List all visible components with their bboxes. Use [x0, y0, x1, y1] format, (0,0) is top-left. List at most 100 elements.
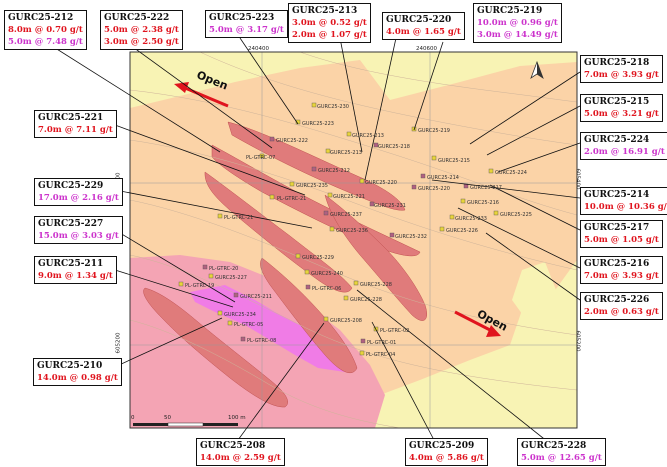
drill-collar-marker [208, 273, 214, 279]
gossan-lens-3 [204, 171, 353, 293]
drill-collar-marker [323, 210, 329, 216]
drill-collar-marker [369, 201, 375, 207]
drill-collar-marker [325, 148, 331, 154]
hole-label: GURC25-225 [500, 212, 532, 218]
interval: 3.0m @ 14.49 g/t [477, 30, 558, 40]
northing-605200-left: 605200 [115, 332, 122, 354]
hole-id: GURC25-208 [200, 441, 266, 451]
hole-label: PL-GTRC-21 [277, 196, 307, 202]
hole-label: PL-GTRC-01 [367, 340, 397, 346]
interval: 2.0m @ 16.91 g/t [584, 147, 665, 157]
callout-gurc25-222: GURC25-222 5.0m @ 2.38 g/t 3.0m @ 2.50 g… [100, 10, 183, 50]
drill-collar-marker [359, 350, 365, 356]
interval: 10.0m @ 10.36 g/t [584, 202, 667, 212]
drill-collar-marker [431, 155, 437, 161]
interval: 5.0m @ 7.48 g/t [8, 37, 83, 47]
drill-collar-marker [346, 131, 352, 137]
hole-label: GURC25-227 [215, 275, 247, 281]
drill-collar-marker [343, 295, 349, 301]
hole-id: GURC25-221 [38, 113, 104, 123]
callout-gurc25-212: GURC25-212 8.0m @ 0.70 g/t 5.0m @ 7.48 g… [4, 10, 87, 50]
hole-label: GURC25-208 [330, 318, 362, 324]
scale-fifty: 50 [164, 415, 171, 421]
grid-lines [130, 52, 577, 428]
hole-id: GURC25-216 [584, 259, 650, 269]
interval: 5.0m @ 3.17 g/t [209, 25, 284, 35]
drill-collar-marker [360, 338, 366, 344]
drill-collar-marker [439, 226, 445, 232]
drill-collar-marker [359, 178, 365, 184]
callout-gurc25-210: GURC25-210 14.0m @ 0.98 g/t [33, 358, 122, 386]
north-arrow-icon [530, 60, 544, 80]
hole-label: GURC25-213 [352, 133, 384, 139]
callout-gurc25-211: GURC25-211 9.0m @ 1.34 g/t [34, 256, 117, 284]
hole-id: GURC25-223 [209, 13, 275, 23]
interval: 15.0m @ 3.03 g/t [38, 231, 119, 241]
hole-label: GURC25-212 [318, 168, 350, 174]
hole-label: GURC25-213 [330, 150, 362, 156]
hole-id: GURC25-213 [292, 6, 358, 16]
hole-label: GURC25-222 [276, 138, 308, 144]
callout-gurc25-217: GURC25-217 5.0m @ 1.05 g/t [580, 220, 663, 248]
callout-gurc25-229: GURC25-229 17.0m @ 2.16 g/t [34, 178, 123, 206]
callout-gurc25-219: GURC25-219 10.0m @ 0.96 g/t 3.0m @ 14.49… [473, 3, 562, 43]
interval: 8.0m @ 0.70 g/t [8, 25, 83, 35]
hole-label: GURC25-220 [365, 180, 397, 186]
scale-hundred: 100 m [228, 415, 246, 421]
interval: 2.0m @ 0.63 g/t [584, 307, 659, 317]
hole-label: GURC25-231 [374, 203, 406, 209]
hole-label: GURC25-224 [495, 170, 527, 176]
interval: 10.0m @ 0.96 g/t [477, 18, 558, 28]
hole-id: GURC25-229 [38, 181, 104, 191]
callout-gurc25-214: GURC25-214 10.0m @ 10.36 g/t [580, 187, 667, 215]
drill-collar-marker [305, 284, 311, 290]
hole-label: GURC25-240 [311, 271, 343, 277]
gossan-lens-1 [227, 121, 406, 211]
drill-collar-marker [311, 166, 317, 172]
northing-605200-right: 605200 [574, 330, 581, 352]
interval: 4.0m @ 5.86 g/t [409, 453, 484, 463]
hole-id: GURC25-218 [584, 58, 650, 68]
interval: 5.0m @ 3.21 g/t [584, 109, 659, 119]
hole-label: PL-GTRC-21 [224, 215, 254, 221]
hole-id: GURC25-227 [38, 219, 104, 229]
hole-id: GURC25-214 [584, 190, 650, 200]
hole-label: GURC25-219 [418, 128, 450, 134]
gossan-lens-6 [143, 287, 288, 408]
hole-id: GURC25-219 [477, 6, 543, 16]
hole-label: GURC25-226 [446, 228, 478, 234]
callout-gurc25-208: GURC25-208 14.0m @ 2.59 g/t [196, 438, 285, 466]
hole-id: GURC25-211 [38, 259, 104, 269]
callout-gurc25-213: GURC25-213 3.0m @ 0.52 g/t 2.0m @ 1.07 g… [288, 3, 371, 43]
hole-id: GURC25-224 [584, 135, 650, 145]
open-arrow-lower [454, 310, 501, 337]
interval: 3.0m @ 2.50 g/t [104, 37, 179, 47]
interval: 14.0m @ 0.98 g/t [37, 373, 118, 383]
hole-id: GURC25-209 [409, 441, 475, 451]
hole-id: GURC25-217 [584, 223, 650, 233]
magenta-zone [190, 285, 350, 372]
gossan-lens-5 [260, 257, 358, 374]
hole-label: GURC25-228 [360, 282, 392, 288]
callout-gurc25-216: GURC25-216 7.0m @ 3.93 g/t [580, 256, 663, 284]
callout-gurc25-221: GURC25-221 7.0m @ 7.11 g/t [34, 110, 117, 138]
hole-label: GURC25-215 [438, 158, 470, 164]
callout-gurc25-220: GURC25-220 4.0m @ 1.65 g/t [382, 12, 465, 40]
interval: 2.0m @ 1.07 g/t [292, 30, 367, 40]
drill-collar-marker [311, 102, 317, 108]
interval: 5.0m @ 12.65 g/t [521, 453, 602, 463]
drill-collar-marker [269, 136, 275, 142]
drill-collar-marker [460, 198, 466, 204]
hole-label: GURC25-214 [427, 175, 459, 181]
hole-id: GURC25-212 [8, 13, 74, 23]
drill-collar-marker [269, 194, 275, 200]
drill-collar-marker [227, 320, 233, 326]
hole-label: GURC25-230 [317, 104, 349, 110]
drill-collar-marker [420, 173, 426, 179]
callout-gurc25-228: GURC25-228 5.0m @ 12.65 g/t [517, 438, 606, 466]
callout-gurc25-226: GURC25-226 2.0m @ 0.63 g/t [580, 292, 663, 320]
hole-label: PL-GTRC-20 [209, 266, 239, 272]
drill-collar-marker [329, 226, 335, 232]
callout-gurc25-215: GURC25-215 5.0m @ 3.21 g/t [580, 94, 663, 122]
scale-zero: 0 [131, 415, 135, 421]
